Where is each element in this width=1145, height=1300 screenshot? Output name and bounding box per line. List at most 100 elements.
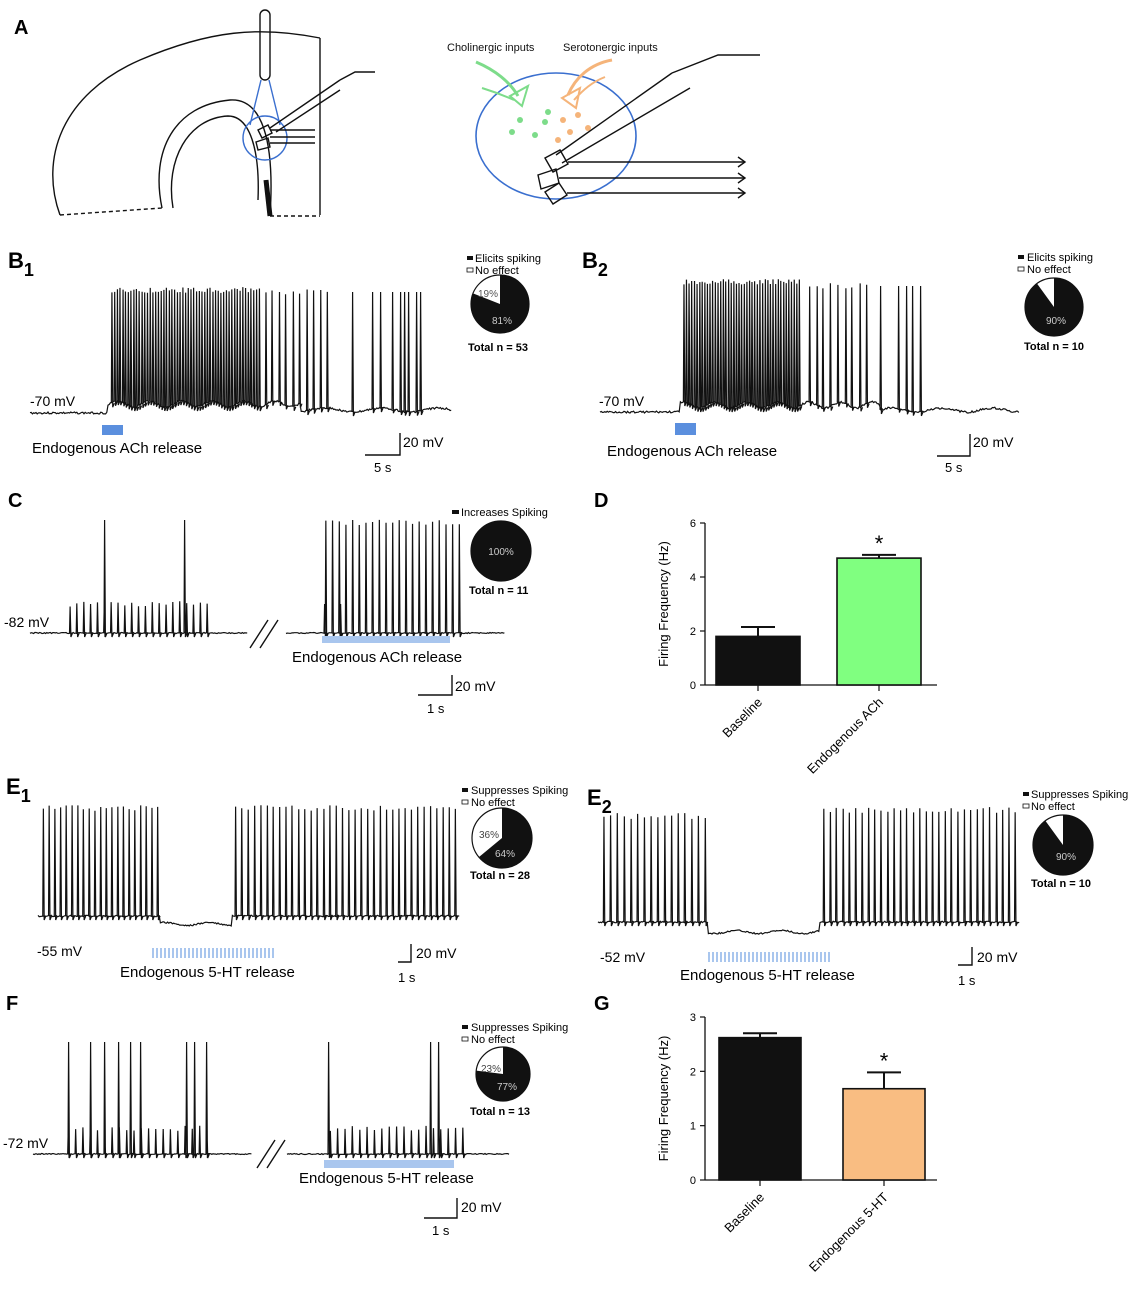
pipette-zoom-2	[561, 87, 691, 164]
trace-f-stim	[286, 1041, 510, 1159]
pie-pct-b1-main: 81%	[492, 316, 512, 327]
x-tick-label-d: Endogenous ACh	[804, 695, 886, 777]
legend-f-noeffect: No effect	[471, 1034, 515, 1046]
pipette-a1	[269, 79, 341, 129]
scale-v-e2: 20 mV	[977, 949, 1018, 965]
bar-g-1	[842, 1087, 926, 1181]
y-tick-label-d: 4	[690, 572, 696, 584]
pie-group-b2	[1024, 277, 1084, 337]
voltage-c: -82 mV	[4, 614, 50, 630]
panel-a-letter: A	[14, 17, 28, 39]
stim-bar-b2	[675, 423, 696, 435]
legend-b2-noeffect: No effect	[1027, 264, 1071, 276]
panel-b1: B1 -70 mV Endogenous ACh release 20 mV 5…	[8, 248, 541, 475]
slice-zoom-diagram: Cholinergic inputs Serotonergic inputs	[447, 42, 760, 205]
cholinergic-terminal	[508, 83, 530, 108]
stim-label-e1: Endogenous 5-HT release	[120, 964, 295, 981]
legend-e1-noeffect: No effect	[471, 797, 515, 809]
trace-e2	[597, 807, 1020, 935]
pie-slice-e2-main	[1033, 815, 1093, 876]
brain-outline	[52, 31, 321, 216]
brain-bottom-dashed	[59, 207, 163, 216]
stim-bar-c	[322, 636, 450, 643]
scale-t-f: 1 s	[432, 1223, 450, 1238]
pipette-a2	[275, 89, 341, 133]
bar-d-0	[715, 635, 801, 686]
y-tick-label-d: 6	[690, 518, 696, 530]
scale-v-b1: 20 mV	[403, 434, 444, 450]
pie-pct-e2-main: 90%	[1056, 852, 1076, 863]
pie-group-e1	[471, 807, 533, 869]
stim-wire-right	[268, 79, 281, 126]
legend-swatch-e1-suppress	[462, 788, 468, 792]
axon-end-1	[737, 156, 747, 168]
stim-label-b2: Endogenous ACh release	[607, 443, 777, 460]
legend-e2-noeffect: No effect	[1031, 801, 1075, 813]
stim-label-f: Endogenous 5-HT release	[299, 1170, 474, 1187]
trace-c-stim	[285, 519, 505, 638]
voltage-b2: -70 mV	[599, 393, 645, 409]
y-tick-label-g: 0	[690, 1175, 696, 1187]
total-b2: Total n = 10	[1024, 341, 1084, 353]
total-f: Total n = 13	[470, 1106, 530, 1118]
y-tick-label-g: 2	[690, 1066, 696, 1078]
pie-group-e2	[1032, 814, 1094, 876]
scale-t-c: 1 s	[427, 701, 445, 716]
serotonin-vesicles	[555, 112, 591, 143]
total-e1: Total n = 28	[470, 870, 530, 882]
scale-v-f: 20 mV	[461, 1199, 502, 1215]
legend-swatch-b1-noeffect	[466, 267, 474, 273]
pie-pct-b2-main: 90%	[1046, 316, 1066, 327]
ach-vesicles	[509, 109, 551, 138]
bar-d-1	[836, 557, 922, 686]
scale-bar-c	[418, 675, 453, 696]
legend-e1-suppress: Suppresses Spiking	[471, 785, 568, 797]
cholinergic-fiber	[475, 60, 520, 97]
stim-bar-e1	[150, 948, 276, 958]
panel-a: A Cholinergic inputs Serotonergi	[14, 9, 760, 217]
legend-b2-elicits: Elicits spiking	[1027, 252, 1093, 264]
legend-swatch-b2-noeffect	[1017, 266, 1025, 272]
axon-end-2	[737, 172, 747, 184]
y-tick-label-d: 0	[690, 680, 696, 692]
legend-swatch-f-noeffect	[461, 1036, 469, 1042]
panel-f-letter: F	[6, 993, 18, 1015]
legend-swatch-e1-noeffect	[461, 799, 469, 805]
trace-e1	[37, 805, 460, 927]
break-mark-c	[249, 619, 279, 649]
legend-f-suppress: Suppresses Spiking	[471, 1022, 568, 1034]
legend-swatch-e2-suppress	[1023, 792, 1029, 796]
pie-pct-e1-main: 64%	[495, 849, 515, 860]
total-b1: Total n = 53	[468, 342, 528, 354]
zoom-circle	[475, 72, 637, 200]
y-tick-label-g: 3	[690, 1012, 696, 1024]
scale-v-b2: 20 mV	[973, 434, 1014, 450]
panel-g-letter: G	[594, 993, 610, 1015]
neuron-icon-zoom-2	[537, 168, 560, 190]
pie-pct-f-main: 77%	[497, 1082, 517, 1093]
pie-group-f	[475, 1046, 531, 1102]
pie-slice-f-main	[476, 1047, 530, 1101]
panel-f: F -72 mV Endogenous 5-HT release 20 mV 1…	[3, 993, 568, 1238]
stim-bar-e2	[706, 952, 831, 962]
scale-bar-e1	[398, 944, 412, 963]
x-tick-label-g: Endogenous 5-HT	[806, 1189, 891, 1274]
total-c: Total n = 11	[469, 585, 528, 597]
serotonergic-terminal	[560, 86, 582, 110]
pie-group-b1	[470, 274, 530, 334]
legend-b1-noeffect: No effect	[475, 265, 519, 277]
scale-t-b2: 5 s	[945, 460, 963, 475]
panel-b1-letter: B1	[8, 248, 34, 280]
cholinergic-fiber-2	[481, 87, 515, 101]
neuron-icon-zoom-3	[544, 182, 568, 205]
pipette-lead-zoom	[671, 54, 760, 74]
trace-b1	[29, 287, 452, 417]
hippocampus-outline	[158, 99, 272, 217]
pie-pct-c: 100%	[488, 547, 514, 558]
voltage-e1: -55 mV	[37, 943, 83, 959]
serotonergic-fiber	[566, 58, 613, 96]
pie-slice-e1-main	[478, 808, 533, 869]
scale-t-b1: 5 s	[374, 460, 392, 475]
